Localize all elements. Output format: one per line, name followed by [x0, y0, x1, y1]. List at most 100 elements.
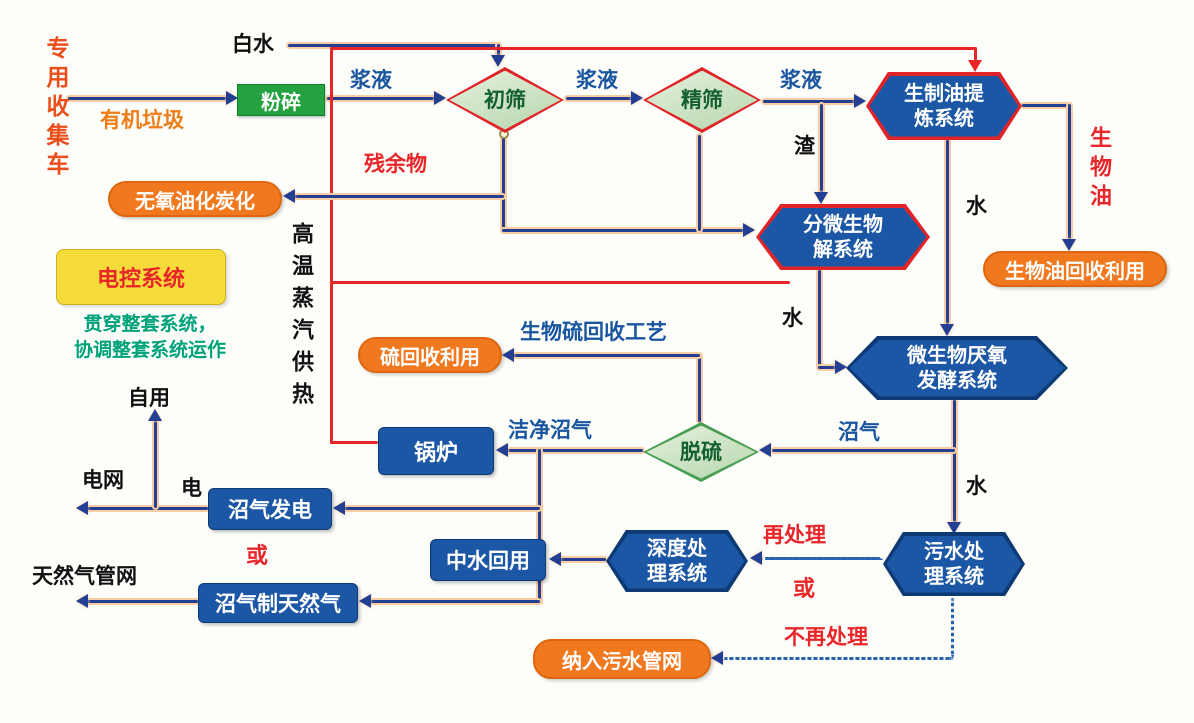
line-steam-boiler: [330, 441, 378, 444]
node-screen1-diamond: 初筛: [446, 67, 564, 133]
arrowhead-into-boiler: [496, 443, 508, 457]
arrowhead-steam-into-refine: [968, 60, 982, 72]
line-screen1-screen2: [566, 97, 632, 100]
line-biooil-v: [1068, 104, 1071, 239]
node-biogas-power-label: 沼气发电: [228, 498, 312, 522]
label-steam-supply: 高温蒸汽供热: [288, 222, 313, 414]
line-dotted-noreprocess-v: [951, 598, 954, 658]
line-residue: [294, 195, 504, 198]
line-to-biogas-to-gas: [370, 600, 540, 603]
node-fermentation-label: 微生物厌氧发酵系统: [907, 343, 1007, 392]
arrowhead-into-biogas-power: [333, 501, 345, 515]
label-electricity: 电: [181, 476, 202, 500]
arrowhead-into-biogas-to-gas: [359, 594, 371, 608]
control-note: 贯穿整套系统， 协调整套系统运作: [52, 312, 248, 363]
node-decompose-hexagon: 分微生物解系统: [756, 204, 930, 270]
arrowhead-into-sewage-network: [711, 651, 723, 665]
line-white-water-h: [288, 44, 500, 47]
label-no-reprocess: 不再处理: [784, 625, 868, 649]
node-sulfur-recycle: 硫回收利用: [358, 337, 502, 373]
arrowhead-into-decompose-top: [814, 192, 828, 204]
line-slag: [820, 104, 823, 192]
node-sulfur-recycle-label: 硫回收利用: [380, 344, 480, 369]
label-gas-network: 天然气管网: [32, 564, 137, 588]
arrowhead-into-screen2: [631, 91, 643, 105]
node-carbonize: 无氧油化炭化: [108, 181, 282, 217]
line-white-water-v: [497, 44, 500, 56]
node-sewage-process-hexagon: 污水处理系统: [883, 532, 1025, 596]
node-screen1-label: 初筛: [484, 87, 526, 112]
line-to-decompose: [502, 229, 744, 232]
label-white-water: 白水: [232, 32, 274, 56]
label-organic-waste: 有机垃圾: [100, 108, 184, 132]
node-boiler-label: 锅炉: [413, 441, 458, 466]
line-decompose-water-v: [818, 270, 821, 369]
label-biogas: 沼气: [838, 420, 880, 444]
arrowhead-to-grid: [76, 501, 88, 515]
line-organic-feed: [68, 97, 227, 100]
node-carbonize-label: 无氧油化炭化: [135, 188, 255, 213]
label-sulfur-process: 生物硫回收工艺: [520, 320, 667, 344]
label-water-3: 水: [966, 474, 987, 498]
arrowhead-into-fermentation-top: [940, 324, 954, 336]
line-to-biogas-power: [344, 507, 540, 510]
label-grid: 电网: [82, 468, 124, 492]
node-desulf-diamond: 脱硫: [643, 422, 759, 482]
arrowhead-into-screen1: [434, 91, 446, 105]
line-biooil-h: [1022, 104, 1070, 107]
control-note-line2: 协调整套系统运作: [73, 338, 226, 361]
label-clean-biogas: 洁净沼气: [508, 418, 592, 442]
line-clean-biogas: [508, 449, 643, 452]
arrowhead-into-sewage-top: [947, 522, 961, 534]
arrowhead-into-biooil-recycle: [1062, 239, 1076, 251]
node-biogas-to-gas: 沼气制天然气: [198, 583, 358, 623]
label-reprocess: 再处理: [763, 523, 826, 547]
node-reclaimed-water-label: 中水回用: [446, 549, 530, 573]
line-crush-screen1: [327, 97, 435, 100]
label-slurry-3: 浆液: [780, 68, 822, 92]
line-refine-water: [946, 140, 949, 324]
node-sewage-process-label: 污水处理系统: [924, 539, 984, 588]
label-water-2: 水: [782, 306, 803, 330]
arrowhead-into-decompose-left: [743, 223, 755, 237]
line-dotted-noreprocess-h: [723, 657, 953, 660]
arrowhead-into-deep: [750, 551, 762, 565]
arrowhead-into-refine: [854, 94, 866, 108]
node-biogas-to-gas-label: 沼气制天然气: [215, 592, 341, 616]
line-to-grid: [86, 507, 208, 510]
line-screen1-down: [502, 135, 505, 232]
node-sewage-network: 纳入污水管网: [533, 639, 711, 679]
label-slurry-1: 浆液: [350, 68, 392, 92]
control-note-line1: 贯穿整套系统，: [83, 313, 217, 335]
node-deep-process-label: 深度处理系统: [647, 536, 707, 585]
node-bio-oil-recycle-label: 生物油回收利用: [1005, 258, 1145, 283]
node-decompose-label: 分微生物解系统: [803, 212, 883, 261]
node-oil-refine-label: 生制油提炼系统: [904, 81, 984, 130]
arrowhead-into-reclaimed: [549, 552, 561, 566]
arrowhead-into-carbonize: [283, 189, 295, 203]
node-crush: 粉碎: [237, 84, 325, 116]
arrowhead-into-fermentation-left: [835, 360, 847, 374]
node-screen2-label: 精筛: [681, 87, 723, 112]
line-to-selfuse: [154, 421, 157, 508]
line-to-gas-network: [86, 600, 198, 603]
node-sewage-network-label: 纳入污水管网: [562, 648, 682, 673]
line-biogas-branch-v: [538, 449, 541, 603]
line-steam-into-refine: [974, 47, 977, 62]
node-desulf-label: 脱硫: [680, 439, 722, 464]
label-slurry-2: 浆液: [576, 68, 618, 92]
node-control-system: 电控系统: [56, 249, 226, 305]
line-dotted-reprocess: [762, 557, 883, 560]
node-reclaimed-water: 中水回用: [430, 539, 546, 581]
line-screen2-down: [698, 135, 701, 231]
arrowhead-into-sulfur-recycle: [502, 348, 514, 362]
line-screen2-refine: [763, 100, 855, 103]
arrowhead-to-gas-network: [76, 594, 88, 608]
line-sulfur-v: [698, 354, 701, 422]
arrowhead-to-selfuse: [148, 409, 162, 421]
line-steam-branch: [330, 281, 790, 284]
line-steam-main-v: [330, 47, 333, 444]
node-crush-label: 粉碎: [261, 89, 301, 114]
label-bio-oil: 生物油: [1086, 126, 1111, 213]
